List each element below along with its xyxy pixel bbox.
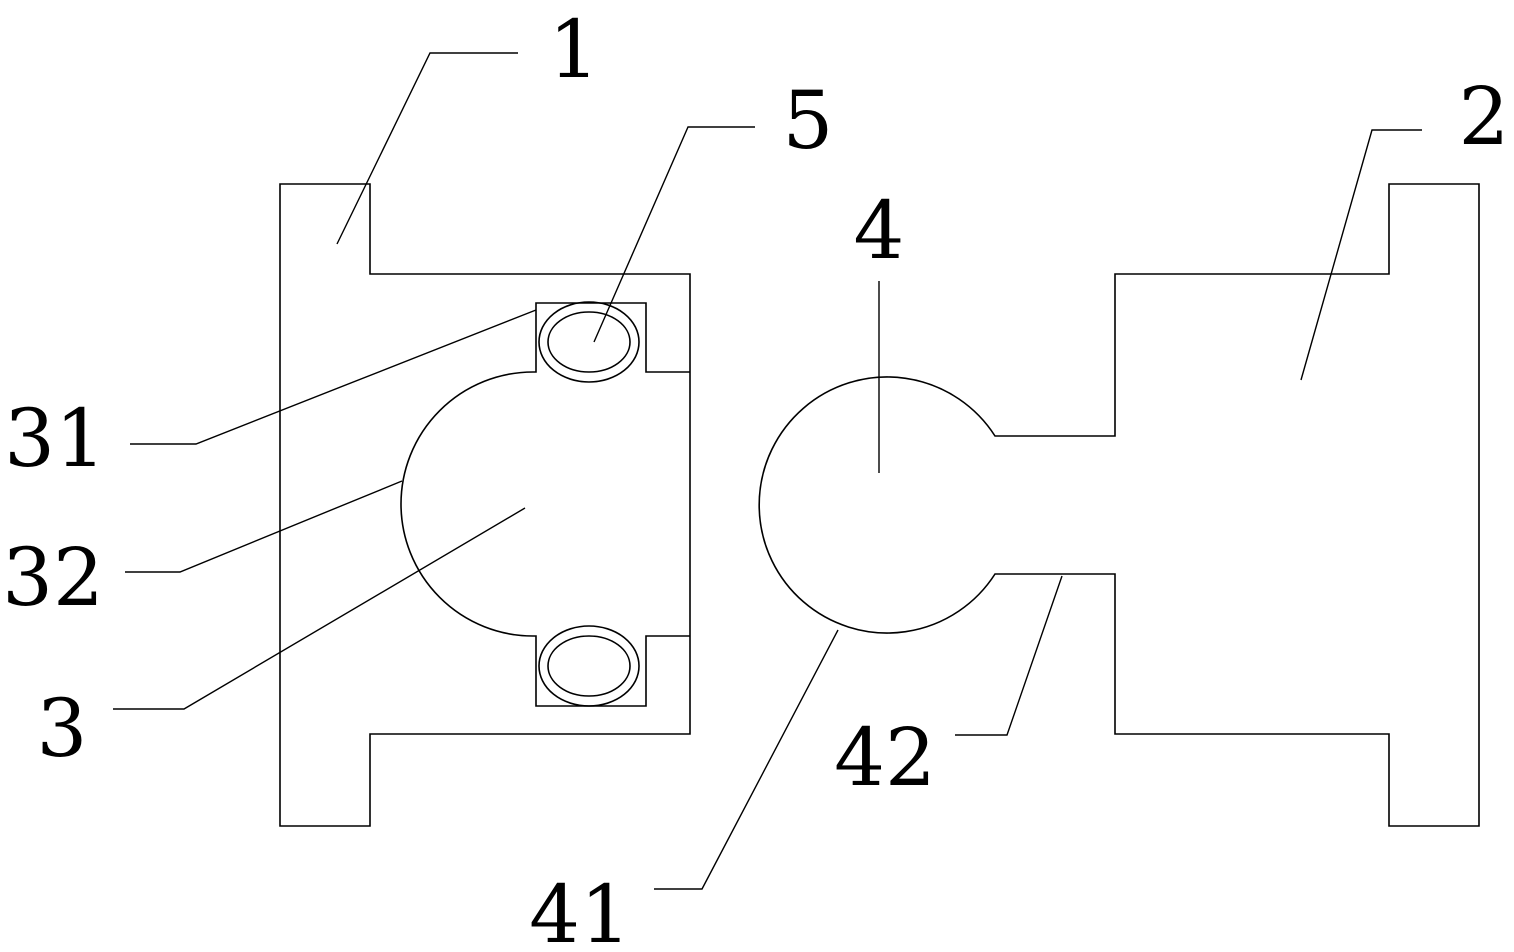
- label-part-3: 3: [37, 682, 88, 775]
- label-part-31: 31: [4, 392, 106, 485]
- label-part-1: 1: [549, 3, 600, 96]
- leader-line-42: [955, 576, 1062, 735]
- leader-line-1: [337, 53, 518, 244]
- label-part-4: 4: [854, 184, 905, 277]
- left-body-part: [280, 184, 690, 826]
- leader-line-32: [125, 481, 402, 572]
- leader-line-31: [130, 310, 536, 444]
- seal-ring-top-outer: [539, 302, 639, 382]
- seal-ring-bottom-outer: [539, 626, 639, 706]
- label-part-5: 5: [783, 74, 834, 167]
- leader-line-2: [1301, 130, 1422, 380]
- leader-line-41: [654, 630, 838, 889]
- seal-ring-bottom-inner: [548, 636, 630, 696]
- leader-line-3: [113, 508, 525, 709]
- label-part-41: 41: [529, 868, 631, 952]
- seal-ring-top-inner: [548, 312, 630, 372]
- label-part-32: 32: [2, 531, 104, 624]
- label-part-42: 42: [834, 711, 936, 804]
- label-part-2: 2: [1459, 70, 1510, 163]
